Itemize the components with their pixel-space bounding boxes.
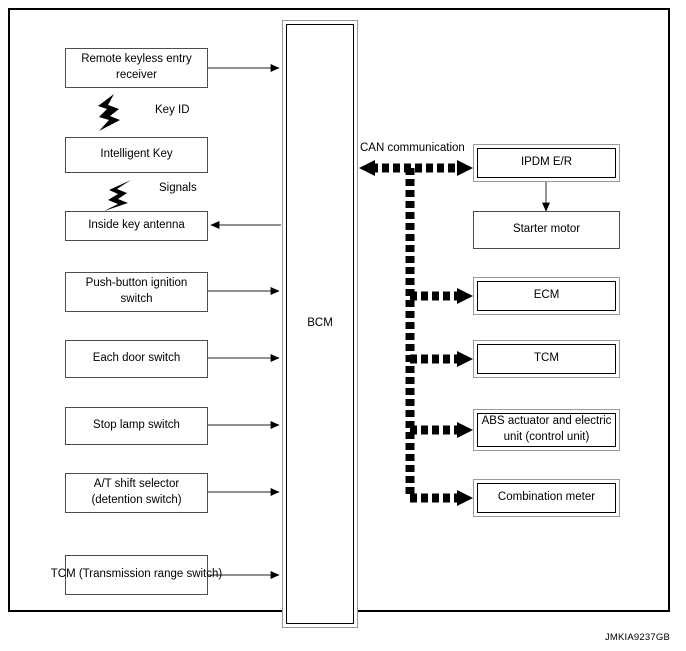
- block-label: ECM: [533, 289, 560, 302]
- block-label: Push-button ignition switch: [85, 277, 188, 305]
- block-label: Intelligent Key: [100, 148, 173, 161]
- block-label: ABS actuator and electric unit (control …: [481, 415, 612, 443]
- block-inner: Combination meter: [477, 483, 616, 513]
- block-inside-key-antenna[interactable]: Inside key antenna: [65, 211, 208, 241]
- block-ipdm-er[interactable]: IPDM E/R: [473, 144, 620, 182]
- block-inner: ABS actuator and electric unit (control …: [477, 413, 616, 447]
- block-intelligent-key[interactable]: Intelligent Key: [65, 137, 208, 173]
- block-starter-motor[interactable]: Starter motor: [473, 211, 620, 249]
- figure-code: JMKIA9237GB: [604, 632, 670, 643]
- block-inner: TCM: [477, 344, 616, 374]
- bcm-unit[interactable]: BCM: [282, 20, 358, 628]
- bcm-inner: BCM: [286, 24, 354, 624]
- block-abs-actuator[interactable]: ABS actuator and electric unit (control …: [473, 409, 620, 451]
- block-combination-meter[interactable]: Combination meter: [473, 479, 620, 517]
- block-remote-keyless-entry-receiver[interactable]: Remote keyless entry receiver: [65, 48, 208, 88]
- block-label: Starter motor: [512, 223, 581, 236]
- block-label: IPDM E/R: [520, 156, 573, 169]
- block-label: Combination meter: [497, 491, 596, 504]
- block-label: TCM (Transmission range switch): [50, 568, 223, 581]
- block-each-door-switch[interactable]: Each door switch: [65, 340, 208, 378]
- block-label: Remote keyless entry receiver: [81, 53, 192, 81]
- block-inner: IPDM E/R: [477, 148, 616, 178]
- block-label: Stop lamp switch: [93, 419, 180, 432]
- block-at-shift-selector[interactable]: A/T shift selector (detention switch): [65, 473, 208, 513]
- block-label: Inside key antenna: [88, 219, 185, 232]
- block-label: TCM: [534, 352, 559, 365]
- block-push-button-ignition-switch[interactable]: Push-button ignition switch: [65, 272, 208, 312]
- block-stop-lamp-switch[interactable]: Stop lamp switch: [65, 407, 208, 445]
- block-label: A/T shift selector (detention switch): [91, 478, 182, 506]
- can-communication-label: CAN communication: [360, 142, 465, 154]
- wireless-label-key-id: Key ID: [155, 104, 190, 116]
- block-tcm[interactable]: TCM: [473, 340, 620, 378]
- wireless-label-signals: Signals: [159, 182, 197, 194]
- block-label: Each door switch: [92, 352, 181, 365]
- block-inner: ECM: [477, 281, 616, 311]
- bcm-label: BCM: [307, 317, 333, 330]
- block-tcm-transmission-range-switch[interactable]: TCM (Transmission range switch): [51, 555, 222, 595]
- block-ecm[interactable]: ECM: [473, 277, 620, 315]
